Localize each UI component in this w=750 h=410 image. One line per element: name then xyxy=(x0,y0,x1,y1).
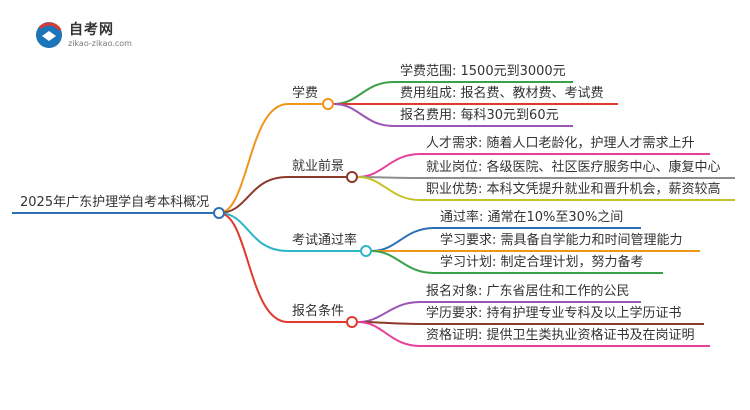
leaf-topic-2-1: 人才需求: 随着人口老龄化，护理人才需求上升 xyxy=(426,136,695,151)
branch-node-circle-4 xyxy=(346,316,358,328)
leaf-connector-3-3 xyxy=(371,250,435,274)
branch-connector-1 xyxy=(218,103,289,214)
leaf-topic-3-1: 通过率: 通常在10%至30%之间 xyxy=(440,210,624,225)
branch-connector-4 xyxy=(218,212,289,323)
leaf-connector-4-3 xyxy=(357,321,421,347)
leaf-connector-1-1 xyxy=(333,81,395,105)
logo-title: 自考网 xyxy=(69,22,114,38)
branch-topic-4: 报名条件 xyxy=(292,304,345,319)
leaf-topic-1-1: 学费范围: 1500元到3000元 xyxy=(400,64,566,79)
branch-topic-1: 学费 xyxy=(292,86,319,101)
root-node-circle xyxy=(213,207,225,219)
leaf-topic-1-3: 报名费用: 每科30元到60元 xyxy=(400,108,559,123)
branch-node-circle-2 xyxy=(346,171,358,183)
leaf-topic-4-3: 资格证明: 提供卫生类执业资格证书及在岗证明 xyxy=(426,328,695,343)
leaf-connector-3-1 xyxy=(371,227,435,252)
leaf-connector-2-1 xyxy=(357,153,421,178)
branch-node-circle-1 xyxy=(322,98,334,110)
leaf-topic-3-2: 学习要求: 需具备自学能力和时间管理能力 xyxy=(440,233,683,248)
branch-node-circle-3 xyxy=(360,245,372,257)
leaf-topic-2-3: 职业优势: 本科文凭提升就业和晋升机会，薪资较高 xyxy=(426,182,721,197)
leaf-topic-4-2: 学历要求: 持有护理专业专科及以上学历证书 xyxy=(426,306,682,321)
leaf-topic-4-1: 报名对象: 广东省居住和工作的公民 xyxy=(426,284,630,299)
logo-url: zikao-zikao.com xyxy=(68,39,132,48)
branch-topic-2: 就业前景 xyxy=(292,159,345,174)
leaf-connector-4-1 xyxy=(357,301,421,323)
site-logo[interactable]: 自考网 zikao-zikao.com xyxy=(34,18,154,52)
branch-topic-3: 考试通过率 xyxy=(292,233,358,248)
leaf-connector-2-3 xyxy=(357,176,421,201)
leaf-topic-3-3: 学习计划: 制定合理计划，努力备考 xyxy=(440,255,644,270)
branch-connector-2 xyxy=(218,176,289,214)
root-topic: 2025年广东护理学自考本科概况 xyxy=(20,195,210,210)
leaf-topic-1-2: 费用组成: 报名费、教材费、考试费 xyxy=(400,86,604,101)
branch-connector-3 xyxy=(218,212,289,252)
logo-mark-icon xyxy=(36,22,62,48)
leaf-topic-2-2: 就业岗位: 各级医院、社区医疗服务中心、康复中心 xyxy=(426,160,721,175)
leaf-connector-1-3 xyxy=(333,103,395,127)
